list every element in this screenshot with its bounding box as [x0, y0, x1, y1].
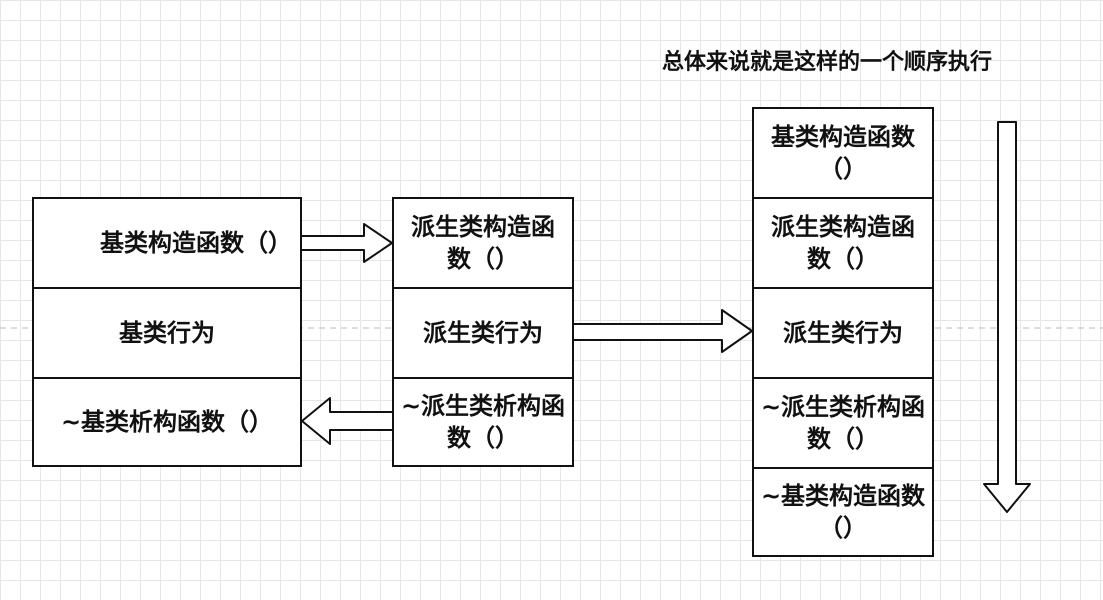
- sequence-step-4: ~派生类析构函数（）: [752, 377, 934, 469]
- base-destructor-box: ~基类析构函数（）: [32, 377, 302, 467]
- derived-destructor-box: ~派生类析构函数（）: [392, 377, 574, 467]
- sequence-step-2: 派生类构造函数（）: [752, 197, 934, 289]
- diagram-title: 总体来说就是这样的一个顺序执行: [662, 50, 993, 75]
- sequence-step-5: ~基类构造函数（）: [752, 467, 934, 557]
- arrow-derived-to-sequence: [573, 309, 753, 353]
- sequence-down-arrow: [983, 121, 1031, 513]
- arrow-derived-dtor-to-base-dtor: [301, 397, 392, 445]
- sequence-step-1: 基类构造函数（）: [752, 107, 934, 199]
- derived-constructor-box: 派生类构造函数（）: [392, 197, 574, 289]
- arrow-base-ctor-to-derived-ctor: [302, 223, 393, 263]
- base-constructor-box: 基类构造函数（）: [32, 197, 302, 289]
- sequence-step-3: 派生类行为: [752, 287, 934, 379]
- derived-behavior-box: 派生类行为: [392, 287, 574, 379]
- base-behavior-box: 基类行为: [32, 287, 302, 379]
